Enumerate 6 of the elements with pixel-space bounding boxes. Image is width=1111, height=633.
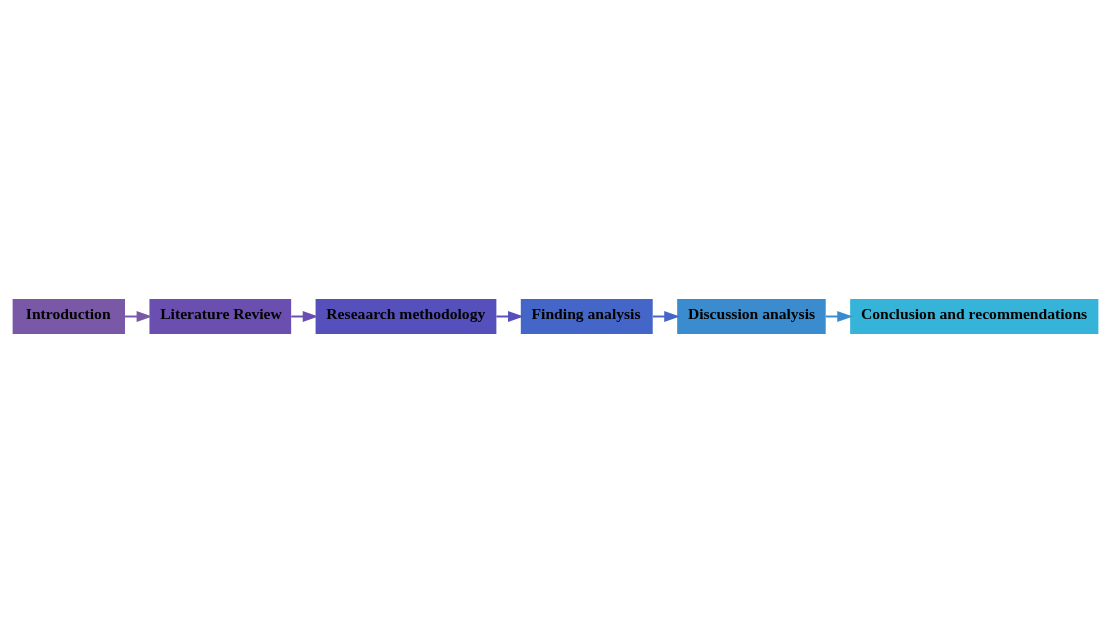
node-box: Discussion analysis — [677, 298, 826, 335]
node-box: Literature Review — [149, 298, 292, 335]
node-box: Finding analysis — [520, 298, 653, 335]
node-box: Conclusion and recommendations — [850, 298, 1099, 335]
node-box: Reseaarch methodology — [315, 298, 497, 335]
node-box: Introduction — [12, 298, 125, 335]
